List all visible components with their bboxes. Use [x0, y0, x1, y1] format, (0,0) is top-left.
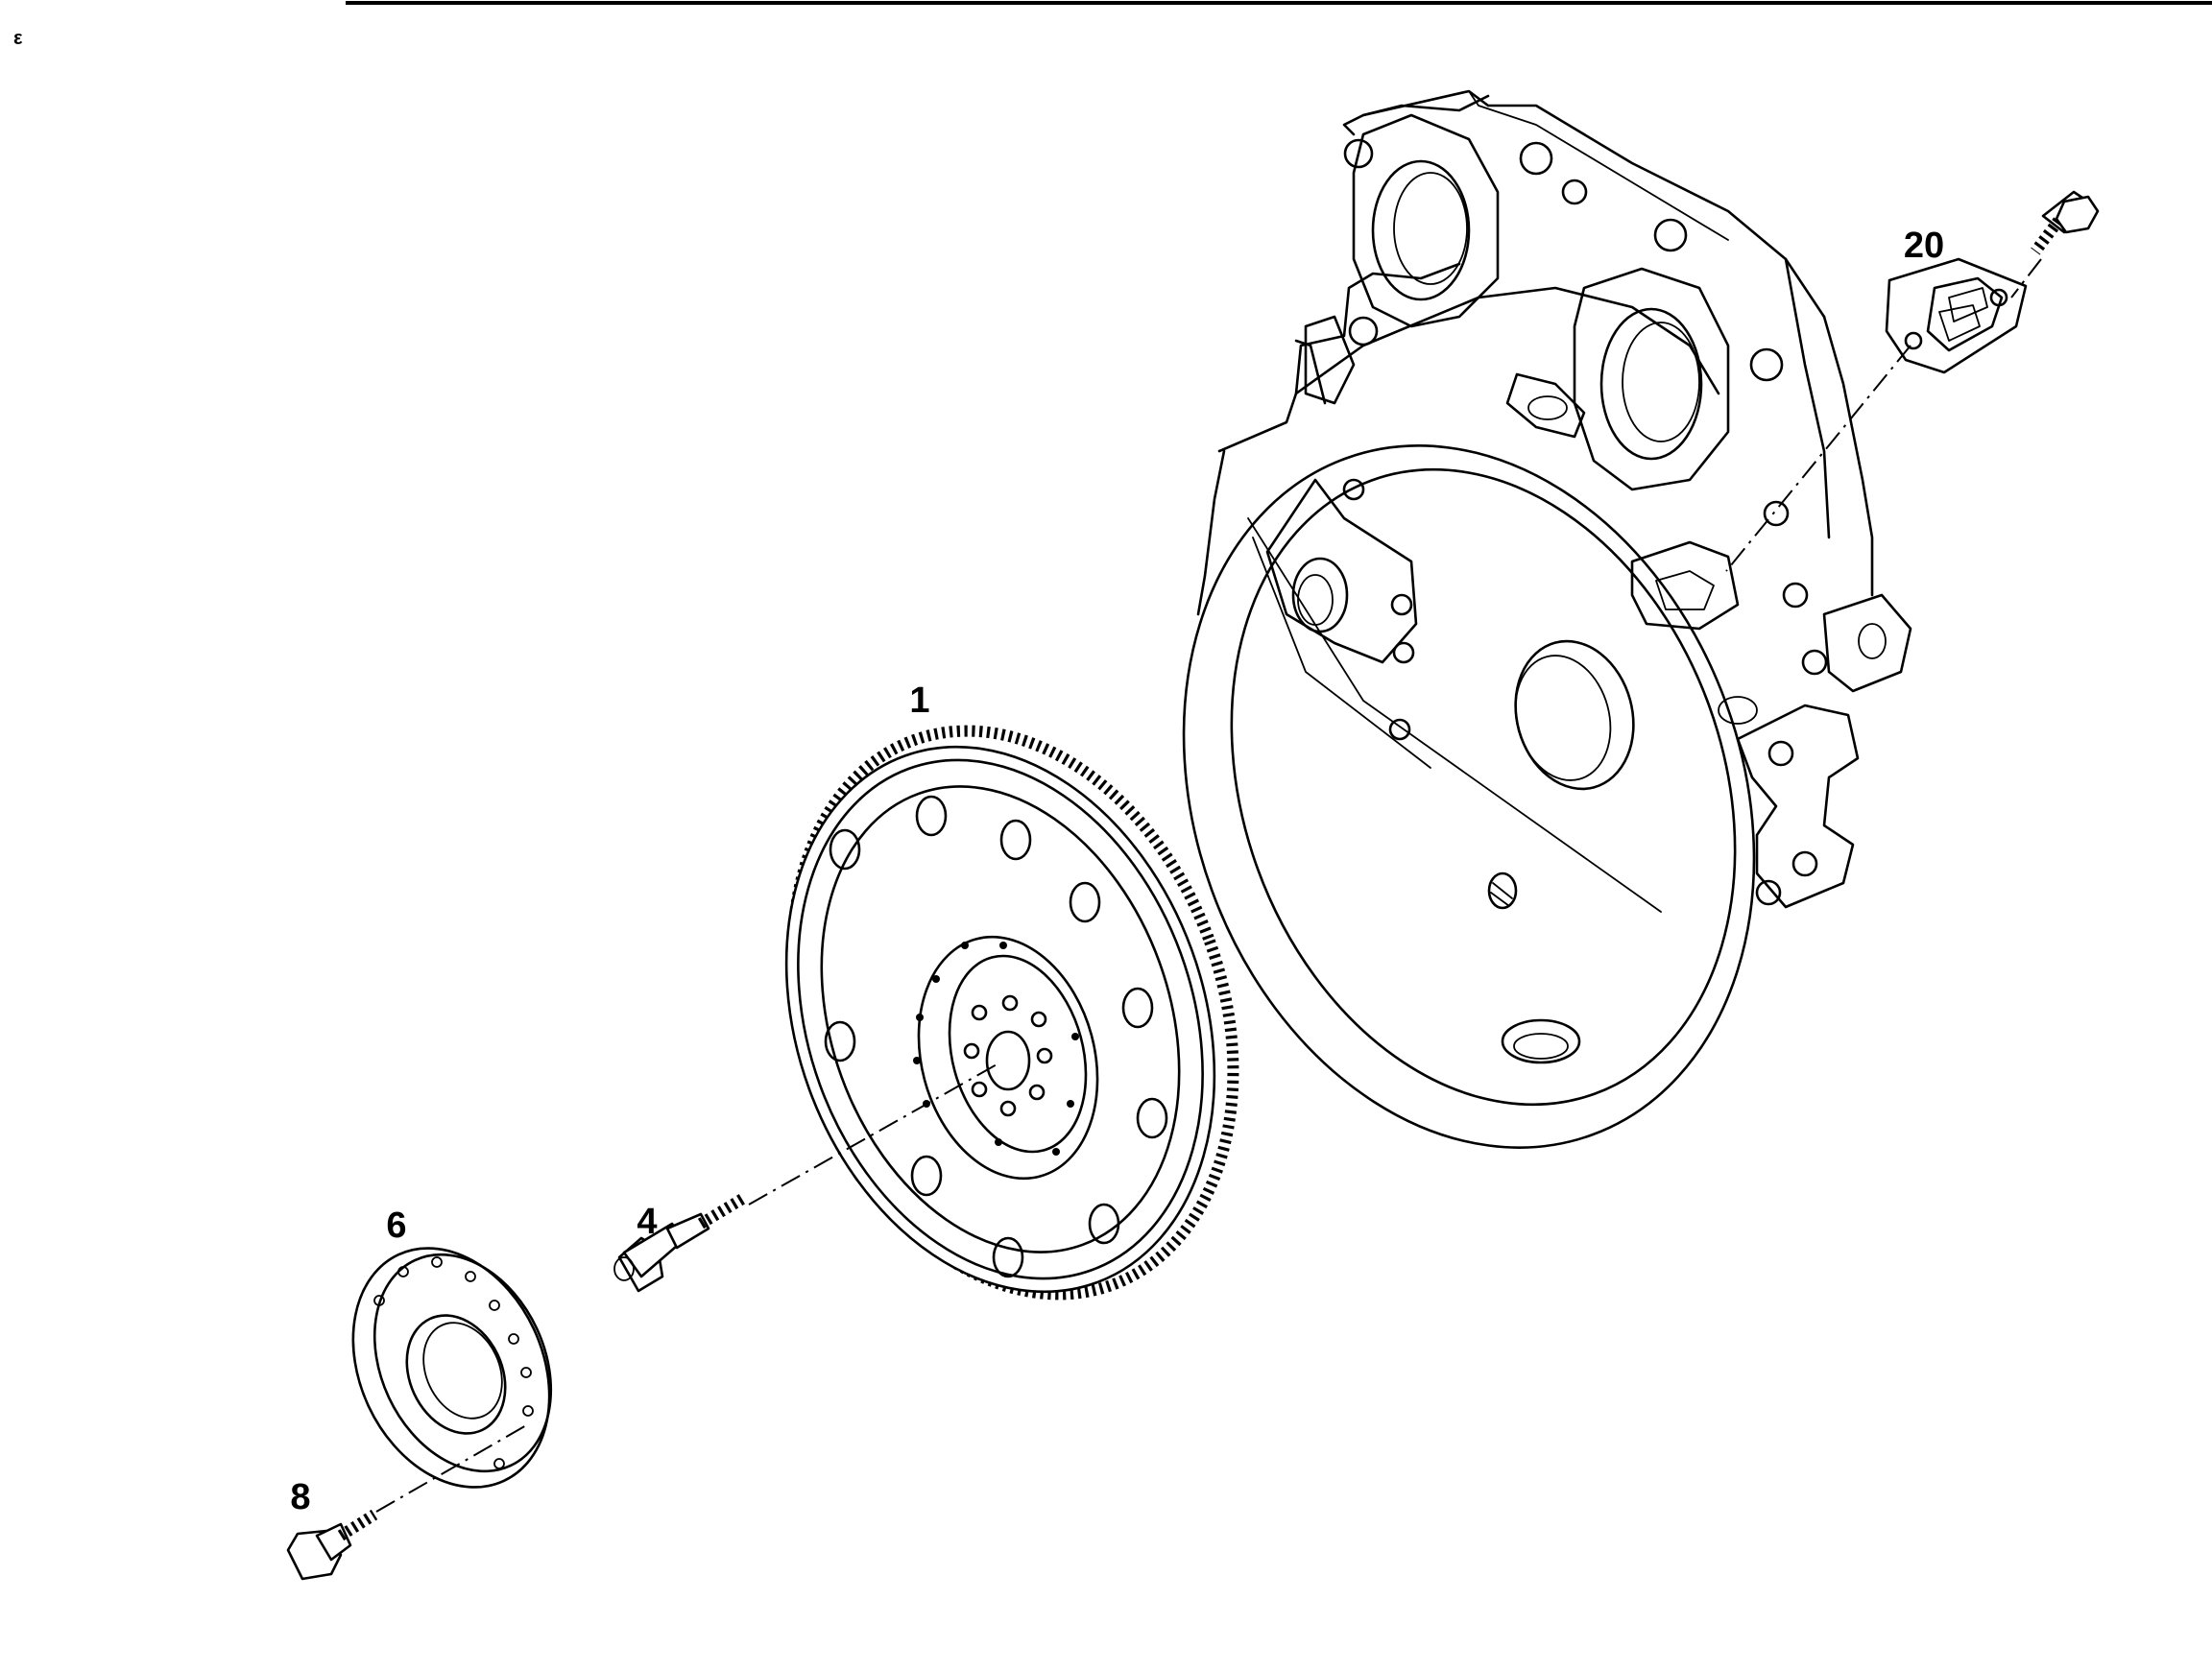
cover-plate: [1885, 257, 2028, 374]
cover-plate-bolt: [2031, 190, 2100, 255]
flywheel-housing: [1182, 89, 1912, 1149]
long-bolt-axis-line: [748, 1062, 999, 1206]
callout-20: 20: [1904, 226, 1944, 266]
flywheel: [784, 725, 1239, 1301]
corner-mark: ε: [13, 28, 23, 49]
callout-8: 8: [290, 1477, 310, 1517]
short-bolt-axis-line: [375, 1423, 529, 1513]
callout-4: 4: [637, 1202, 657, 1242]
long-bolt: [613, 1192, 748, 1293]
short-bolt: [286, 1509, 378, 1581]
callout-6: 6: [386, 1206, 406, 1246]
callout-1: 1: [909, 680, 929, 721]
washer-plate: [351, 1247, 553, 1489]
cover-plate-axis-line: [1725, 258, 2042, 572]
